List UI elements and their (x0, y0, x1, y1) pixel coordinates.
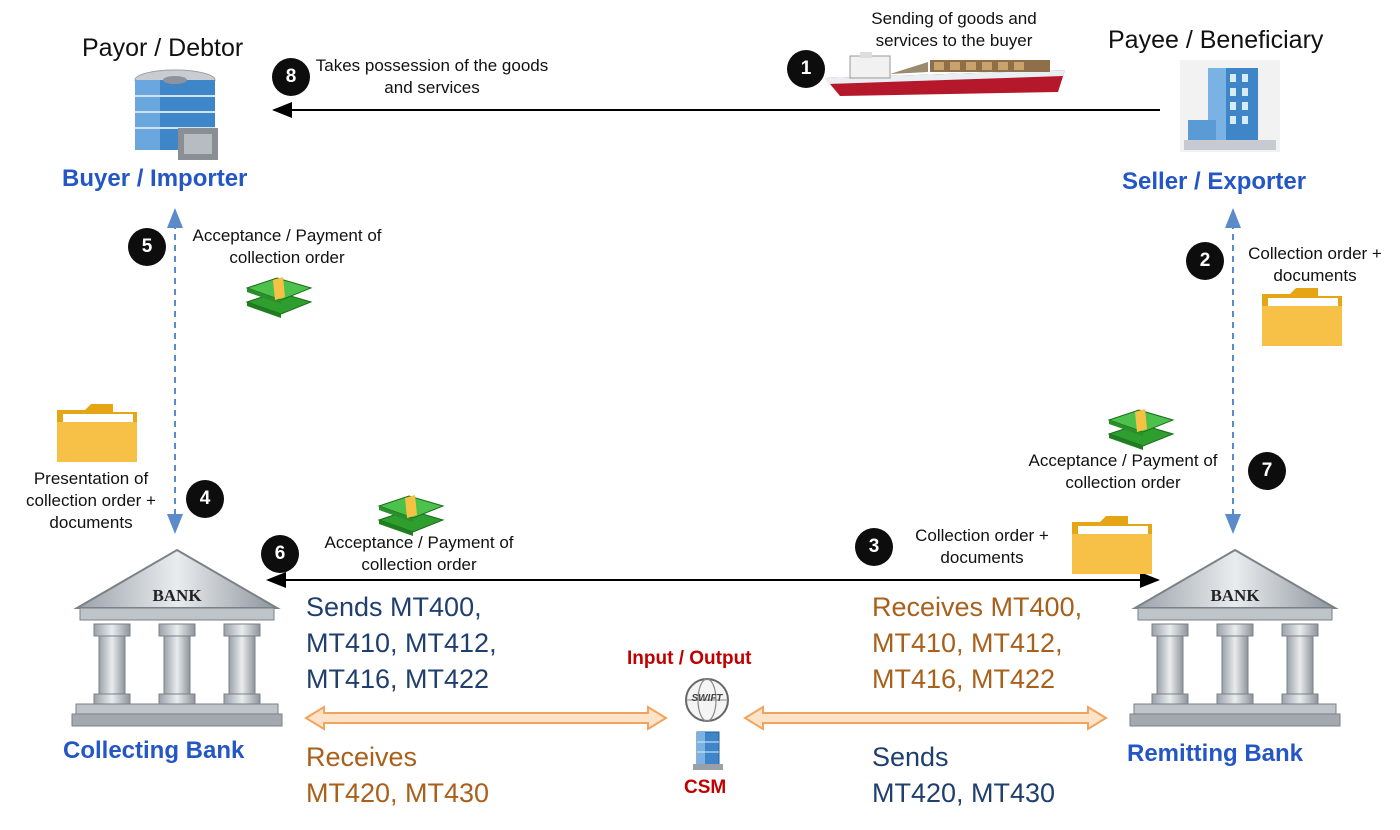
step-6-badge: 6 (261, 535, 299, 573)
message-line: MT416, MT422 (306, 664, 490, 694)
collecting-bank-icon: BANK (71, 548, 283, 728)
message-line: MT420, MT430 (306, 778, 490, 808)
collecting-bank-sign: BANK (152, 586, 202, 605)
buyer-role: Buyer / Importer (62, 165, 248, 192)
money-stack-icon (377, 495, 445, 536)
csm-input-output-label: Input / Output (627, 648, 752, 669)
collecting-receives-messages: Receives MT420, MT430 (306, 739, 489, 811)
csm-label: CSM (684, 777, 727, 798)
ship-icon (825, 52, 1065, 96)
message-line: Sends (872, 742, 949, 772)
message-line: MT410, MT412, (306, 628, 497, 658)
step-2-text: Collection order + documents (1248, 244, 1382, 285)
office-building-icon (134, 69, 218, 160)
remitting-bank-icon: BANK (1129, 548, 1341, 728)
swift-label: SWIFT (691, 693, 723, 704)
step-6-text: Acceptance / Payment of collection order (324, 533, 514, 574)
right-orange-arrow (743, 705, 1108, 731)
message-line: MT416, MT422 (872, 664, 1056, 694)
step-4-badge: 4 (186, 480, 224, 518)
step-2-badge: 2 (1186, 242, 1224, 280)
server-icon (693, 731, 723, 770)
swift-globe-icon: SWIFT (683, 676, 731, 724)
remitting-sends-messages: Sends MT420, MT430 (872, 739, 1055, 811)
collecting-bank-role: Collecting Bank (63, 737, 245, 764)
message-line: MT420, MT430 (872, 778, 1056, 808)
collecting-sends-messages: Sends MT400, MT410, MT412, MT416, MT422 (306, 589, 497, 697)
step-7-badge: 7 (1248, 452, 1286, 490)
remitting-bank-sign: BANK (1210, 586, 1260, 605)
left-orange-arrow (304, 705, 668, 731)
folder-icon (1262, 288, 1342, 346)
step-5-text: Acceptance / Payment of collection order (192, 226, 382, 267)
step-8-badge: 8 (272, 58, 310, 96)
step-1-text: Sending of goods and services to the buy… (871, 9, 1037, 50)
step-4-text: Presentation of collection order + docum… (26, 469, 156, 532)
step-7-text: Acceptance / Payment of collection order (1028, 451, 1218, 492)
buyer-title: Payor / Debtor (82, 34, 244, 62)
step-1-badge: 1 (787, 50, 825, 88)
step-5-badge: 5 (128, 228, 166, 266)
step-3-text: Collection order + documents (915, 526, 1049, 567)
message-line: Receives MT400, (872, 592, 1083, 622)
folder-icon (57, 404, 137, 462)
money-stack-icon (1107, 409, 1175, 450)
remitting-bank-role: Remitting Bank (1127, 740, 1304, 767)
seller-title: Payee / Beneficiary (1108, 26, 1324, 54)
seller-office-building-icon (1180, 60, 1280, 152)
message-line: MT410, MT412, (872, 628, 1063, 658)
step-3-badge: 3 (855, 528, 893, 566)
step-8-text: Takes possession of the goods and servic… (315, 56, 549, 97)
seller-role: Seller / Exporter (1122, 168, 1307, 195)
remitting-receives-messages: Receives MT400, MT410, MT412, MT416, MT4… (872, 589, 1082, 697)
message-line: Receives (306, 742, 418, 772)
folder-icon (1072, 516, 1152, 574)
message-line: Sends MT400, (306, 592, 482, 622)
money-stack-icon (245, 277, 313, 318)
